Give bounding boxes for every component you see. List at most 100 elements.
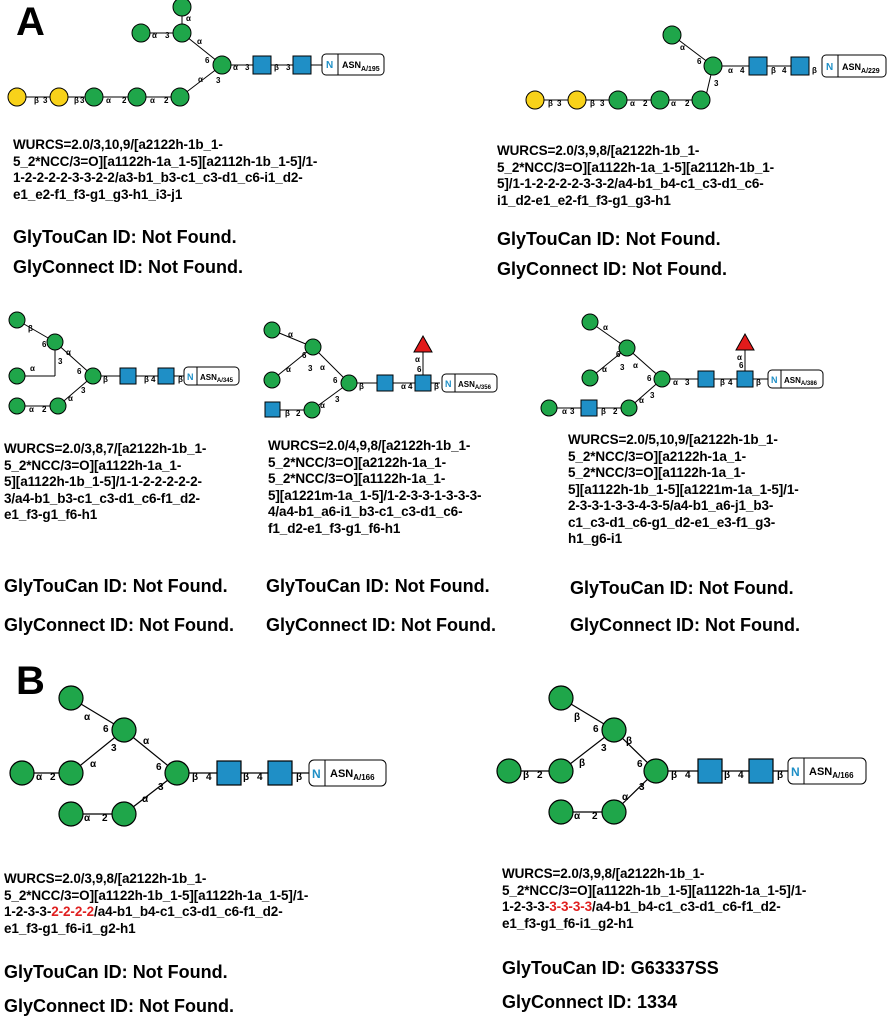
svg-text:6: 6: [697, 57, 702, 66]
mannose-icon: [49, 397, 67, 415]
wurcs-string-a4: WURCS=2.0/4,9,8/[a2122h-1b_1- 5_2*NCC/3=…: [268, 438, 482, 536]
wurcs-string-a3: WURCS=2.0/3,8,7/[a2122h-1b_1- 5_2*NCC/3=…: [4, 441, 207, 522]
svg-text:2: 2: [122, 96, 127, 105]
glcnac-icon: [748, 758, 774, 784]
wurcs-string-a1: WURCS=2.0/3,10,9/[a2122h-1b_1- 5_2*NCC/3…: [13, 137, 318, 202]
svg-text:β: β: [359, 382, 364, 391]
svg-text:N: N: [326, 60, 333, 71]
glytoucan-id-b1: GlyTouCan ID: Not Found.: [4, 962, 228, 982]
svg-text:β: β: [574, 712, 580, 723]
mannose-icon: [8, 397, 26, 415]
svg-text:β: β: [590, 99, 595, 108]
svg-text:ASNA/356: ASNA/356: [458, 380, 492, 391]
mannose-icon: [650, 90, 670, 110]
mannose-icon: [263, 321, 281, 339]
svg-text:4: 4: [685, 770, 691, 781]
mannose-icon: [263, 371, 281, 389]
svg-text:2: 2: [296, 409, 301, 418]
svg-text:α: α: [286, 365, 291, 374]
mannose-icon: [84, 367, 102, 385]
svg-text:α: α: [671, 99, 676, 108]
glcnac-icon: [292, 55, 312, 75]
glcnac-icon: [748, 56, 768, 76]
glcnac-icon: [697, 370, 715, 388]
svg-text:6: 6: [739, 361, 744, 370]
svg-text:β: β: [601, 407, 606, 416]
svg-text:α: α: [142, 794, 149, 805]
svg-text:α: α: [30, 364, 35, 373]
svg-text:6: 6: [637, 759, 643, 770]
mannose-icon: [111, 801, 137, 827]
svg-text:β: β: [34, 96, 39, 105]
svg-text:β: β: [28, 324, 33, 333]
mannose-icon: [58, 801, 84, 827]
svg-text:β: β: [777, 770, 783, 781]
glcnac-icon: [252, 55, 272, 75]
svg-text:3: 3: [216, 76, 221, 85]
svg-text:α: α: [150, 96, 155, 105]
svg-text:6: 6: [42, 340, 47, 349]
svg-text:β: β: [671, 770, 677, 781]
glyconnect-id-a2: GlyConnect ID: Not Found.: [497, 259, 727, 279]
svg-text:α: α: [106, 96, 111, 105]
svg-text:3: 3: [80, 96, 85, 105]
svg-text:α: α: [233, 63, 238, 72]
svg-text:N: N: [312, 767, 321, 781]
svg-text:4: 4: [740, 66, 745, 75]
svg-text:2: 2: [613, 407, 618, 416]
svg-text:α: α: [633, 361, 638, 370]
wurcs-string-b2: WURCS=2.0/3,9,8/[a2122h-1b_1- 5_2*NCC/3=…: [502, 866, 807, 931]
glcnac-icon: [790, 56, 810, 76]
svg-text:ASNA/345: ASNA/345: [200, 373, 234, 384]
svg-text:3: 3: [570, 407, 575, 416]
fucose-icon: [735, 332, 755, 351]
svg-text:3: 3: [601, 743, 607, 754]
svg-text:β: β: [812, 66, 817, 75]
wurcs-string-a5: WURCS=2.0/5,10,9/[a2122h-1b_1- 5_2*NCC/3…: [568, 432, 799, 546]
svg-text:α: α: [622, 792, 629, 803]
svg-text:α: α: [574, 811, 581, 822]
mannose-icon: [548, 685, 574, 711]
panel-label-b: B: [16, 659, 45, 703]
glcnac-icon: [736, 370, 754, 388]
mannose-icon: [548, 758, 574, 784]
mannose-icon: [581, 369, 599, 387]
svg-text:ASNA/166: ASNA/166: [330, 768, 375, 782]
glcnac-icon: [697, 758, 723, 784]
svg-text:4: 4: [206, 772, 212, 783]
svg-text:3: 3: [245, 63, 250, 72]
svg-text:2: 2: [685, 99, 690, 108]
svg-text:α: α: [562, 407, 567, 416]
glytoucan-id-a2: GlyTouCan ID: Not Found.: [497, 229, 721, 249]
mannose-icon: [653, 370, 671, 388]
svg-text:3: 3: [650, 391, 655, 400]
mannose-icon: [340, 374, 358, 392]
mannose-icon: [303, 401, 321, 419]
svg-text:α: α: [143, 736, 150, 747]
svg-text:α: α: [186, 14, 191, 23]
mannose-icon: [703, 56, 723, 76]
glytoucan-id-a4: GlyTouCan ID: Not Found.: [266, 576, 490, 596]
mannose-icon: [691, 90, 711, 110]
svg-text:3: 3: [165, 31, 170, 40]
mannose-icon: [601, 799, 627, 825]
glcnac-icon: [376, 374, 394, 392]
glcnac-icon: [216, 760, 242, 786]
wurcs-string-b1: WURCS=2.0/3,9,8/[a2122h-1b_1- 5_2*NCC/3=…: [4, 871, 309, 936]
mannose-icon: [9, 760, 35, 786]
glyconnect-id-b1: GlyConnect ID: Not Found.: [4, 996, 234, 1016]
svg-text:β: β: [548, 99, 553, 108]
svg-text:3: 3: [639, 782, 645, 793]
svg-text:3: 3: [714, 79, 719, 88]
svg-text:4: 4: [408, 382, 413, 391]
mannose-icon: [601, 717, 627, 743]
glyconnect-id-a1: GlyConnect ID: Not Found.: [13, 257, 243, 277]
svg-text:4: 4: [728, 378, 733, 387]
svg-text:α: α: [602, 365, 607, 374]
